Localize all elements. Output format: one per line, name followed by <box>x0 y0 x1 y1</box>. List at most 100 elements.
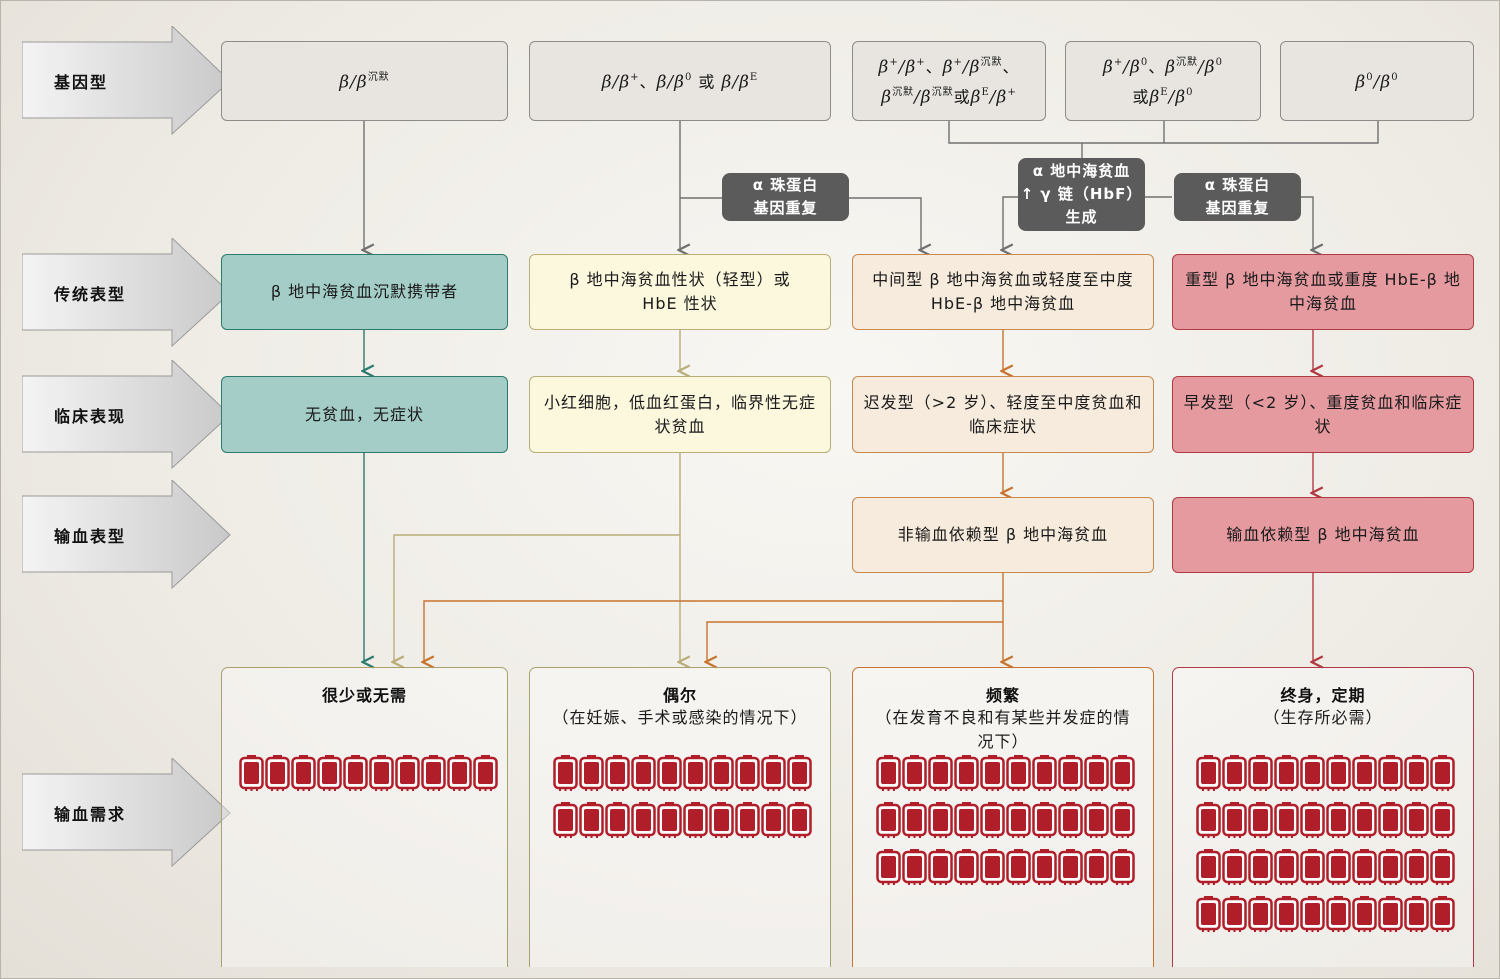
blood-bag-icon <box>1430 754 1455 794</box>
blood-bag-icon <box>265 754 290 794</box>
blood-bag-icon <box>1404 848 1429 888</box>
blood-bags-lifelong <box>1196 754 1455 942</box>
need-subtitle-occasional: （在妊娠、手术或感染的情况下） <box>552 708 808 727</box>
blood-bag-icon <box>317 754 342 794</box>
blood-bag-icon <box>683 754 708 794</box>
blood-bag-icon <box>735 754 760 794</box>
blood-bag-icon <box>553 754 578 794</box>
clinical-silent: 无贫血，无症状 <box>221 376 508 453</box>
blood-bag-icon <box>1058 848 1083 888</box>
blood-bag-icon <box>1404 895 1429 935</box>
blood-bag-icon <box>1196 754 1221 794</box>
need-title-rare: 很少或无需 <box>321 686 407 705</box>
blood-bag-icon <box>1058 754 1083 794</box>
need-panel-frequent: 频繁 （在发育不良和有某些并发症的情况下） <box>852 667 1154 967</box>
blood-bag-icon <box>1110 848 1135 888</box>
blood-bag-icon <box>657 801 682 841</box>
blood-bag-icon <box>1006 801 1031 841</box>
blood-bag-row <box>1196 848 1455 888</box>
blood-bag-icon <box>1378 754 1403 794</box>
blood-bag-icon <box>902 848 927 888</box>
blood-bag-icon <box>657 754 682 794</box>
phenotype-silent-carrier: β 地中海贫血沉默携带者 <box>221 254 508 330</box>
blood-bag-icon <box>343 754 368 794</box>
blood-bag-icon <box>787 801 812 841</box>
need-title-frequent: 频繁 <box>985 686 1020 705</box>
transfusion-type-ntdt: 非输血依赖型 β 地中海贫血 <box>852 497 1154 573</box>
blood-bag-icon <box>1110 754 1135 794</box>
blood-bag-row <box>1196 754 1455 794</box>
clinical-intermedia: 迟发型（>2 岁）、轻度至中度贫血和临床症状 <box>852 376 1154 453</box>
blood-bag-icon <box>954 848 979 888</box>
blood-bag-icon <box>928 848 953 888</box>
need-panel-rare: 很少或无需 <box>221 667 508 967</box>
blood-bag-icon <box>1248 801 1273 841</box>
blood-bag-icon <box>876 801 901 841</box>
blood-bag-icon <box>1326 895 1351 935</box>
blood-bag-icon <box>1300 754 1325 794</box>
row-label-clinical: 临床表现 <box>54 407 127 426</box>
blood-bag-icon <box>902 754 927 794</box>
phenotype-major: 重型 β 地中海贫血或重度 HbE-β 地中海贫血 <box>1172 254 1474 330</box>
blood-bag-icon <box>954 754 979 794</box>
blood-bag-row <box>876 848 1135 888</box>
blood-bag-icon <box>1352 801 1377 841</box>
blood-bag-icon <box>1222 754 1247 794</box>
blood-bag-icon <box>369 754 394 794</box>
blood-bag-icon <box>579 754 604 794</box>
blood-bag-icon <box>1300 848 1325 888</box>
blood-bag-icon <box>1274 895 1299 935</box>
blood-bag-icon <box>1326 754 1351 794</box>
blood-bags-frequent <box>876 754 1135 895</box>
blood-bag-icon <box>1222 848 1247 888</box>
blood-bag-icon <box>1300 801 1325 841</box>
blood-bag-icon <box>395 754 420 794</box>
blood-bag-icon <box>631 801 656 841</box>
blood-bag-icon <box>709 754 734 794</box>
blood-bag-icon <box>928 754 953 794</box>
blood-bag-icon <box>447 754 472 794</box>
blood-bag-icon <box>1430 848 1455 888</box>
blood-bag-icon <box>683 801 708 841</box>
row-label-phenotype: 传统表型 <box>54 285 127 304</box>
blood-bag-icon <box>1058 801 1083 841</box>
blood-bag-icon <box>1404 754 1429 794</box>
blood-bag-icon <box>902 801 927 841</box>
clinical-major: 早发型（<2 岁）、重度贫血和临床症状 <box>1172 376 1474 453</box>
need-panel-occasional: 偶尔 （在妊娠、手术或感染的情况下） <box>529 667 831 967</box>
blood-bag-icon <box>735 801 760 841</box>
blood-bag-row <box>1196 801 1455 841</box>
blood-bag-icon <box>876 848 901 888</box>
blood-bag-row <box>876 801 1135 841</box>
blood-bag-icon <box>787 754 812 794</box>
need-title-lifelong: 终身，定期 <box>1280 686 1366 705</box>
blood-bag-icon <box>876 754 901 794</box>
blood-bag-icon <box>579 801 604 841</box>
genotype-beta0: β+/β0、β沉默/β0 或βE/β0 <box>1065 41 1261 121</box>
blood-bag-icon <box>1352 895 1377 935</box>
blood-bag-icon <box>1326 801 1351 841</box>
blood-bag-icon <box>631 754 656 794</box>
genotype-intermedia: β+/β+、β+/β沉默、 β沉默/β沉默或βE/β+ <box>852 41 1046 121</box>
phenotype-trait: β 地中海贫血性状（轻型）或 HbE 性状 <box>529 254 831 330</box>
blood-bag-icon <box>709 801 734 841</box>
blood-bag-icon <box>761 801 786 841</box>
blood-bag-icon <box>1196 801 1221 841</box>
blood-bag-icon <box>473 754 498 794</box>
blood-bag-icon <box>605 801 630 841</box>
blood-bags-rare <box>239 754 498 801</box>
row-label-transfusion-phenotype: 输血表型 <box>54 527 127 546</box>
blood-bag-icon <box>980 801 1005 841</box>
clinical-trait: 小红细胞，低血红蛋白，临界性无症状贫血 <box>529 376 831 453</box>
blood-bag-icon <box>1326 848 1351 888</box>
blood-bag-icon <box>553 801 578 841</box>
blood-bag-icon <box>1084 754 1109 794</box>
blood-bag-icon <box>1032 754 1057 794</box>
row-arrow-clinical: 临床表现 <box>22 360 232 470</box>
blood-bag-icon <box>761 754 786 794</box>
blood-bag-icon <box>1274 801 1299 841</box>
blood-bag-icon <box>1248 848 1273 888</box>
genotype-major: β0/β0 <box>1280 41 1474 121</box>
blood-bag-icon <box>1248 754 1273 794</box>
blood-bag-icon <box>1274 848 1299 888</box>
